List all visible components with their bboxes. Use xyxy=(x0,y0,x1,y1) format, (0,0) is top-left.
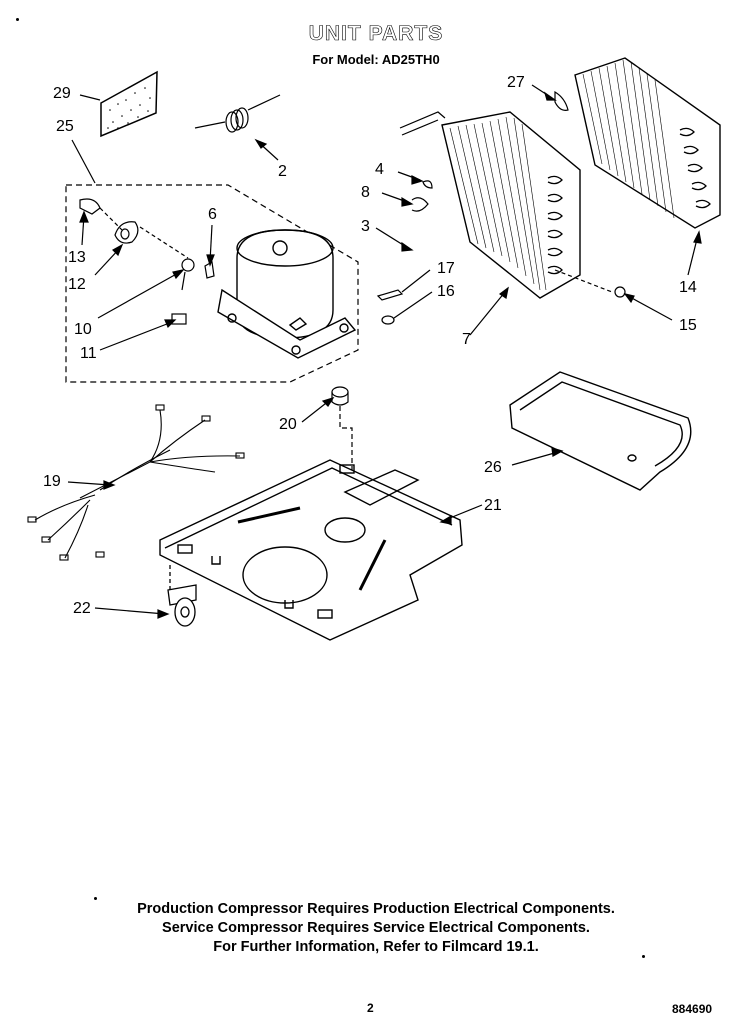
callout-2: 2 xyxy=(278,163,287,180)
part-15-screw xyxy=(614,286,626,298)
part-22-caster xyxy=(167,565,197,627)
part-3-screw xyxy=(401,241,414,252)
callout-14: 14 xyxy=(679,279,697,296)
part-19-harness xyxy=(27,404,245,561)
page-number: 2 xyxy=(367,1001,374,1015)
part-29-insulation-pad xyxy=(100,70,158,138)
callout-12: 12 xyxy=(68,276,86,293)
callout-15: 15 xyxy=(679,317,697,334)
note-production: Production Compressor Requires Productio… xyxy=(137,901,615,917)
callout-13: 13 xyxy=(68,249,86,266)
callout-11: 11 xyxy=(80,345,97,362)
callout-6: 6 xyxy=(208,206,217,223)
part-27-clip xyxy=(554,90,569,111)
callout-10: 10 xyxy=(74,321,92,338)
callout-20: 20 xyxy=(279,416,297,433)
callout-25: 25 xyxy=(56,118,74,135)
note-mark-right xyxy=(642,955,645,958)
callout-19: 19 xyxy=(43,473,61,490)
part-20-grommet xyxy=(331,386,349,398)
notes-block: Production Compressor Requires Productio… xyxy=(0,900,752,957)
document-code: 884690 xyxy=(672,1002,713,1016)
page-title: UNIT PARTS xyxy=(308,22,444,46)
part-13-bracket xyxy=(79,198,101,215)
part-11-connector xyxy=(171,313,187,325)
callout-4: 4 xyxy=(375,161,384,178)
corner-mark xyxy=(16,18,19,21)
callout-26: 26 xyxy=(484,459,502,476)
callout-8: 8 xyxy=(361,184,370,201)
part-17-strap xyxy=(376,289,404,301)
part-16-washer xyxy=(381,315,395,325)
note-mark xyxy=(94,897,97,900)
part-2-coil xyxy=(194,94,281,133)
part-12-cover xyxy=(114,221,139,244)
note-service: Service Compressor Requires Service Elec… xyxy=(162,920,590,936)
part-21-base-plate xyxy=(159,459,463,641)
callout-27: 27 xyxy=(507,74,525,91)
callout-3: 3 xyxy=(361,218,370,235)
part-10-relay xyxy=(181,258,195,272)
part-26-drain-pan xyxy=(509,371,692,491)
callout-22: 22 xyxy=(73,600,91,617)
callout-21: 21 xyxy=(484,497,502,514)
part-7-condenser xyxy=(399,111,581,299)
callout-16: 16 xyxy=(437,283,455,300)
callout-17: 17 xyxy=(437,260,455,277)
part-14-evaporator xyxy=(574,57,721,229)
note-filmcard: For Further Information, Refer to Filmca… xyxy=(213,939,539,955)
part-compressor xyxy=(217,229,357,359)
part-8-clip xyxy=(411,197,429,212)
part-4-clip xyxy=(422,180,433,189)
callout-29: 29 xyxy=(53,85,71,102)
model-subtitle: For Model: AD25TH0 xyxy=(312,52,440,67)
callout-7: 7 xyxy=(462,331,471,348)
